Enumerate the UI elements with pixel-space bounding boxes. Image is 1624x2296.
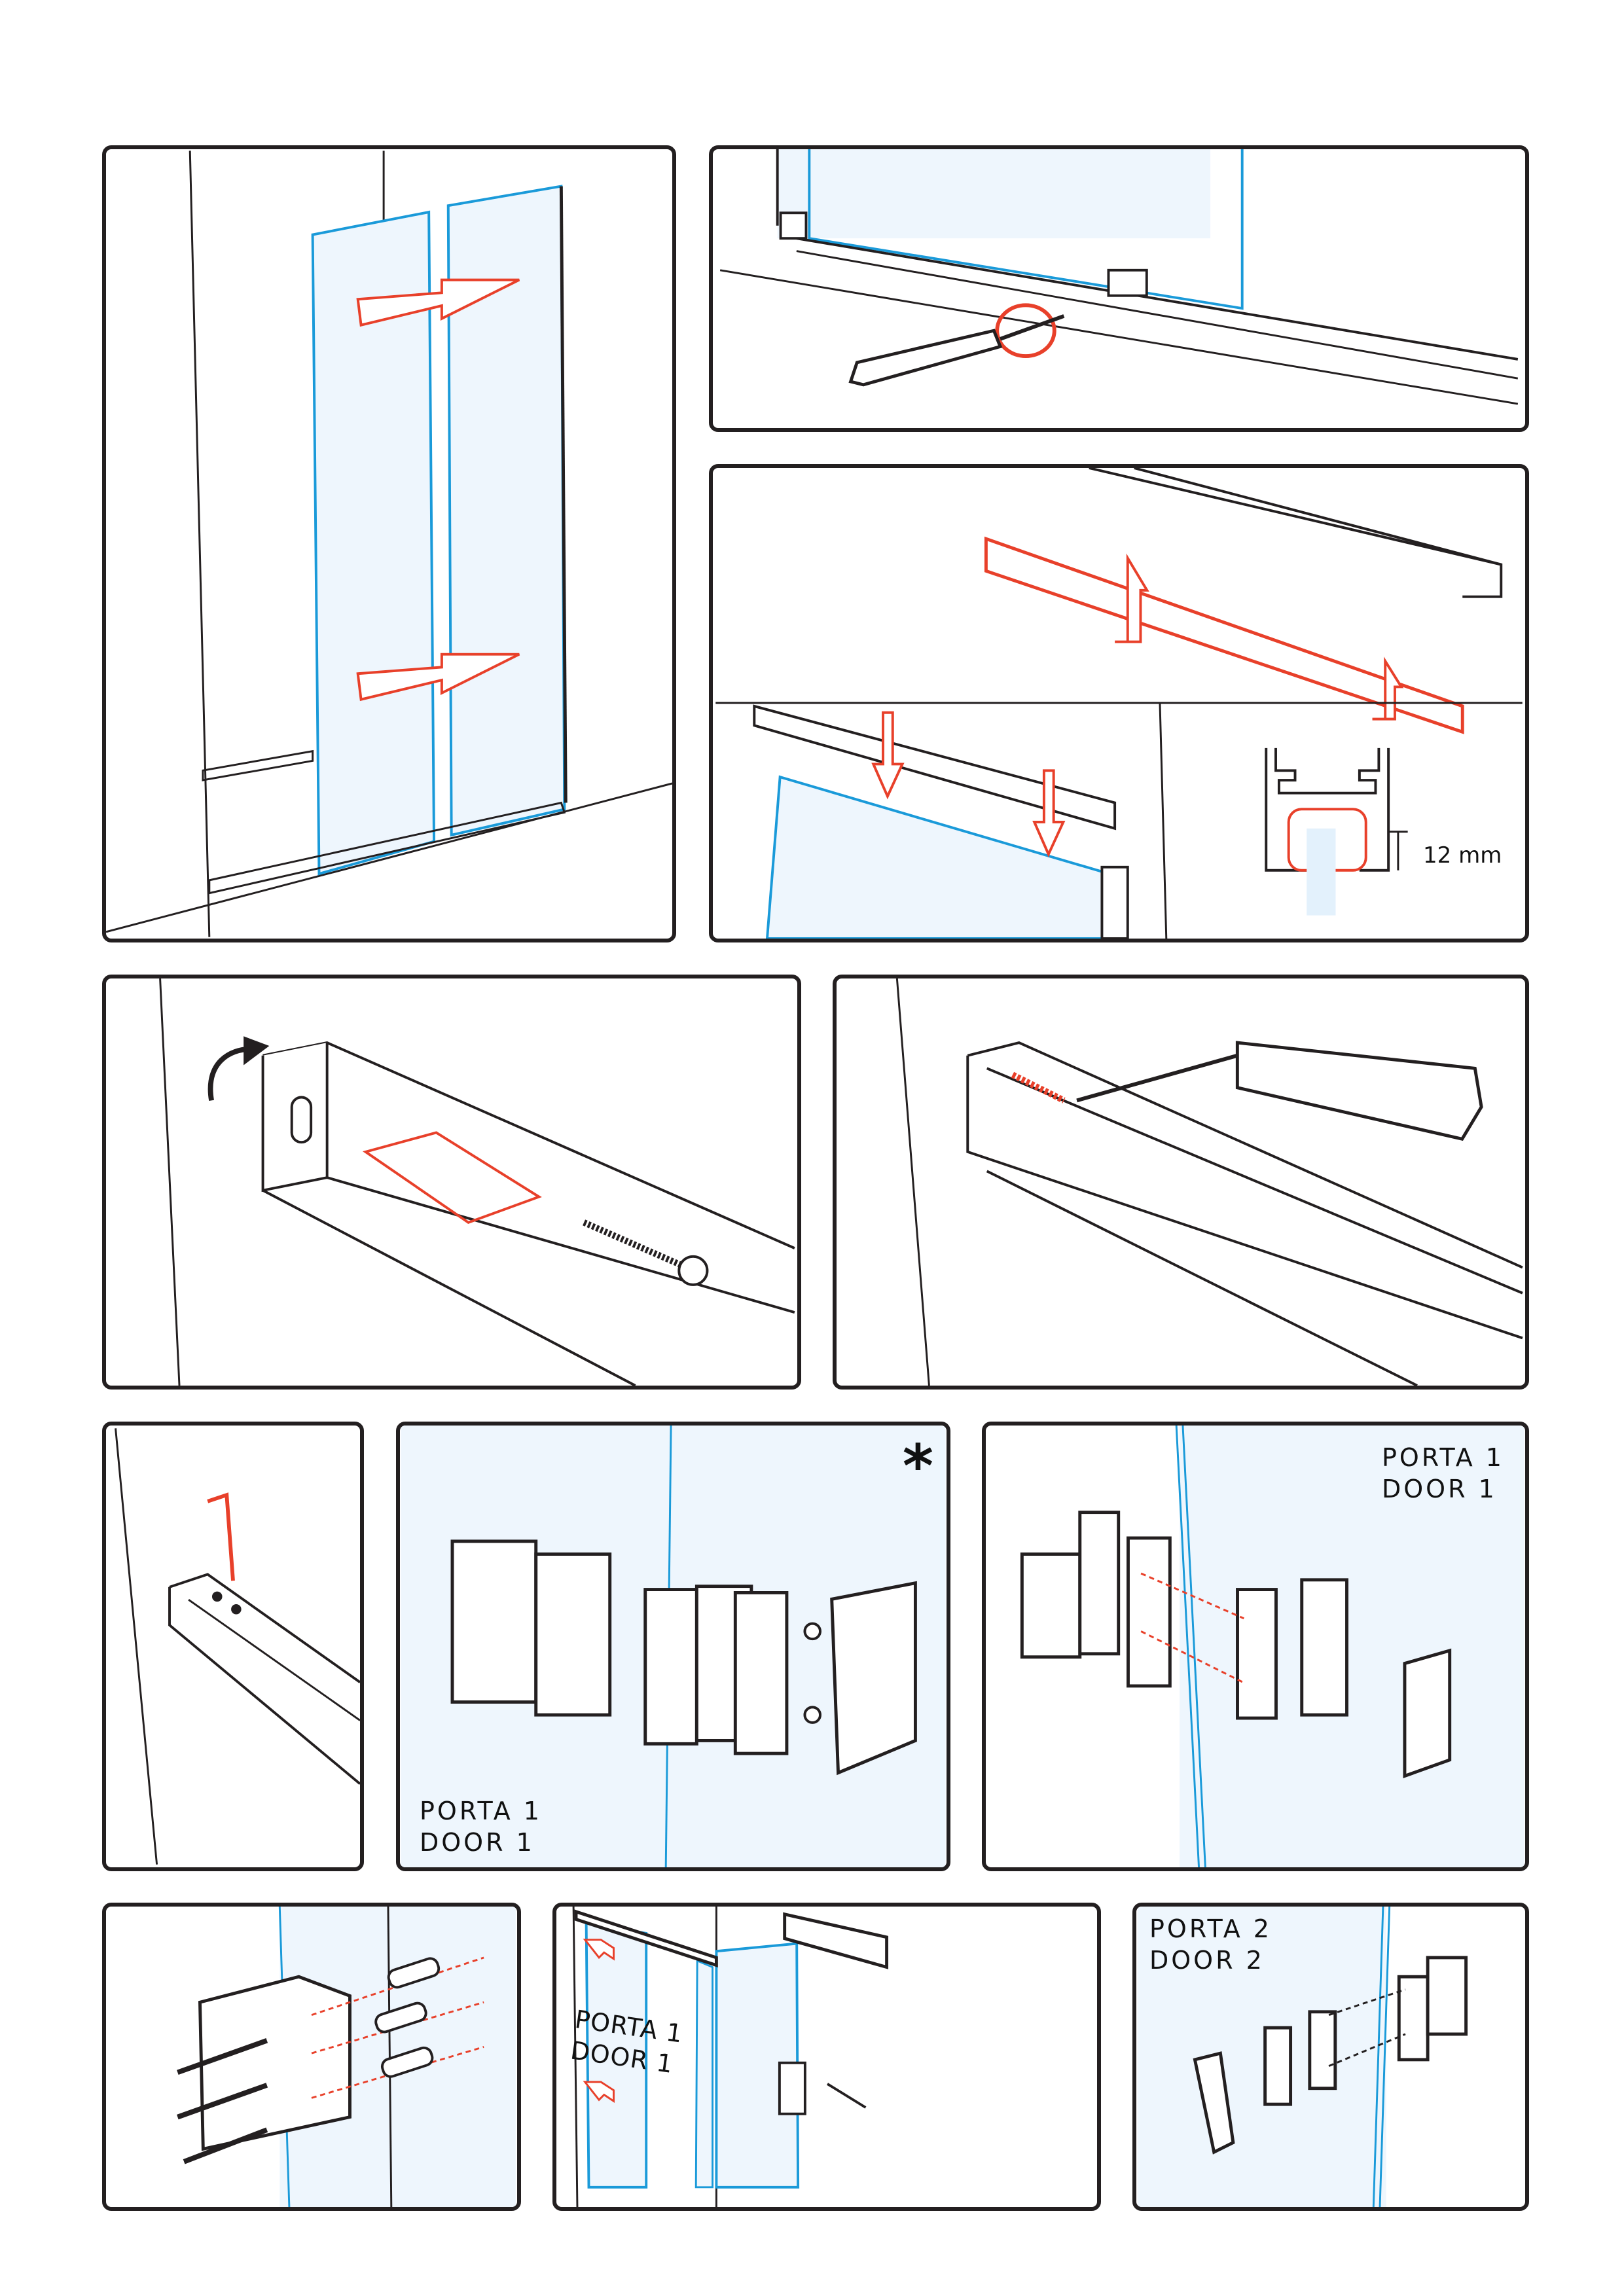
step-10-illustration	[572, 1907, 889, 2207]
step-9-illustration	[177, 1907, 516, 2207]
gasket-strip	[984, 536, 1464, 734]
step-9-fix-to-wall	[102, 1903, 521, 2211]
lift-arrow-icon	[1372, 656, 1404, 721]
step-2-illustration	[719, 149, 1519, 405]
hinge-cover	[1193, 2051, 1235, 2155]
screw-icon	[183, 2127, 268, 2164]
hinge-cover	[830, 1581, 917, 1776]
step-1-slide-glass-panels	[102, 145, 676, 942]
door-label: PORTA 2 DOOR 2	[1149, 1913, 1272, 1976]
push-arrow-icon	[356, 653, 520, 702]
label-door: DOOR 1	[1382, 1475, 1497, 1503]
insert-arrow-icon	[871, 711, 905, 800]
step-6-allen-key	[102, 1422, 364, 1871]
label-porta: PORTA 1	[1382, 1443, 1504, 1472]
rotate-arrow-icon	[208, 1046, 251, 1102]
label-porta: PORTA 1	[420, 1797, 542, 1825]
step-10-hang-door1: PORTA 1 DOOR 1	[552, 1903, 1101, 2211]
lift-arrow-icon	[1115, 553, 1149, 643]
wall-plug-icon	[380, 2046, 434, 2078]
label-door: DOOR 1	[420, 1828, 535, 1857]
push-arrow-icon	[356, 278, 520, 327]
step-8-hinge-door1-side: PORTA 1 DOOR 1	[982, 1422, 1529, 1871]
screwdriver-icon	[826, 2083, 867, 2109]
hinge-cover	[1403, 1648, 1452, 1778]
screw-icon	[177, 2037, 268, 2075]
door-label: PORTA 1 DOOR 1	[1382, 1442, 1504, 1505]
step-1-illustration	[106, 151, 672, 937]
wall-plug-icon	[374, 2001, 427, 2034]
allen-key-icon	[207, 1492, 235, 1581]
screwdriver-icon	[848, 329, 1003, 387]
screw-icon	[583, 1219, 689, 1270]
door-label: PORTA 1 DOOR 1	[420, 1795, 542, 1858]
push-arrow-icon	[583, 1939, 615, 1961]
step-5-illustration	[895, 978, 1523, 1386]
screw-icon	[177, 2083, 268, 2120]
wall-plug-icon	[387, 1957, 441, 1989]
step-4-illustration	[159, 978, 795, 1386]
label-porta: PORTA 2	[1149, 1914, 1272, 1943]
step-11-illustration	[1137, 1907, 1468, 2207]
step-3-illustration	[715, 468, 1523, 939]
step-5-tighten-screw	[833, 975, 1529, 1390]
step-7-illustration	[401, 1426, 946, 1867]
step-11-hinge-door2: PORTA 2 DOOR 2	[1132, 1903, 1529, 2211]
step-4-fit-top-bracket	[102, 975, 801, 1390]
step-8-illustration	[1020, 1426, 1525, 1867]
step-3-replace-gasket: 12 mm	[709, 464, 1529, 942]
push-arrow-icon	[583, 2081, 615, 2103]
hinge-wall-plate	[198, 1975, 352, 2151]
rotate-arrow-icon	[995, 303, 1056, 359]
gasket-dimension-label: 12 mm	[1423, 842, 1502, 869]
bracket-part	[362, 1131, 542, 1224]
screwdriver-icon	[1235, 1041, 1483, 1141]
step-6-illustration	[115, 1428, 360, 1865]
label-door: DOOR 2	[1149, 1946, 1265, 1975]
insert-arrow-icon	[1032, 769, 1066, 857]
hinge-wall-plate	[450, 1539, 538, 1704]
step-2-adjust-guide	[709, 145, 1529, 432]
note-asterisk: *	[902, 1432, 933, 1501]
step-7-hinge-door1-assembly: * PORTA 1 DOOR 1	[396, 1422, 950, 1871]
